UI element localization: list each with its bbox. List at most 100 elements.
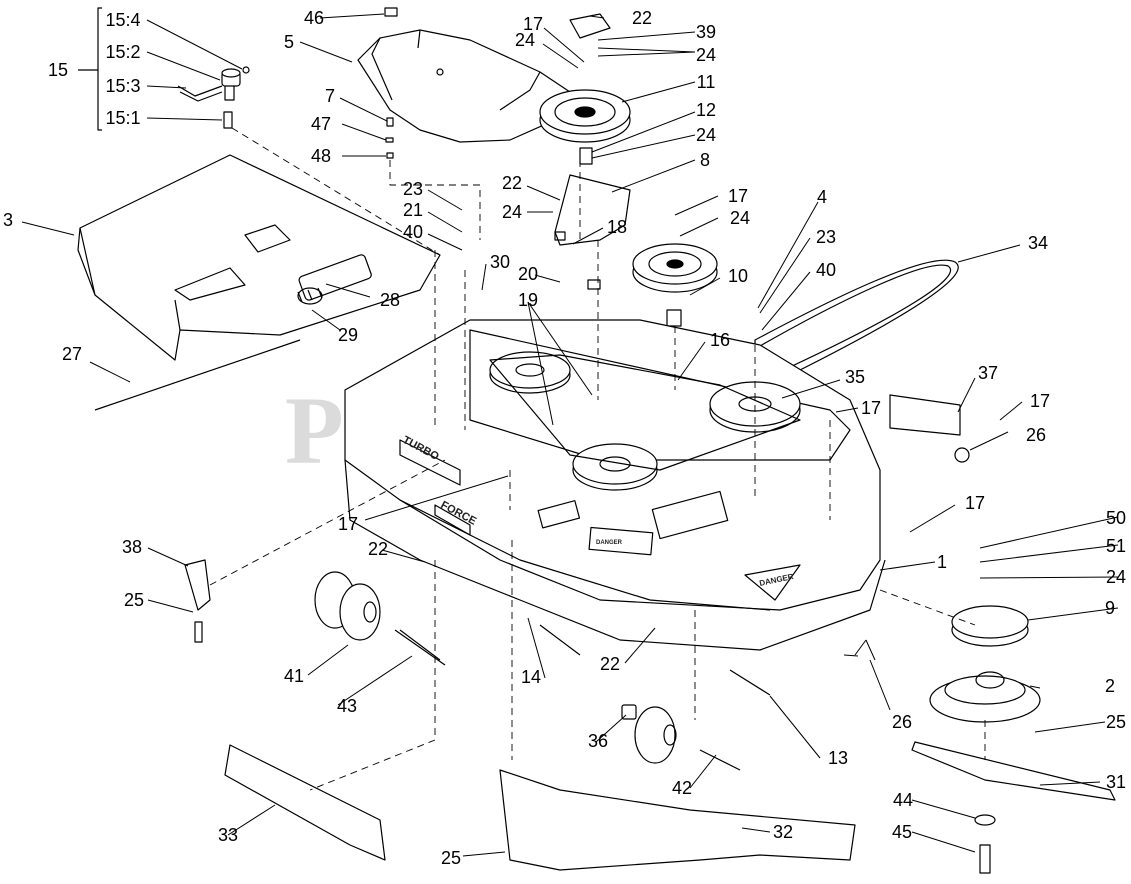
callout-22-d: 22 xyxy=(599,654,621,674)
callout-27: 27 xyxy=(61,344,83,364)
callout-26-b: 26 xyxy=(891,712,913,732)
anti-scalp-wheel-part-41 xyxy=(314,571,441,661)
callout-40-a: 40 xyxy=(402,222,424,242)
callout-23-a: 23 xyxy=(402,179,424,199)
pivot-washers-7-47-48 xyxy=(385,117,394,159)
callout-1: 1 xyxy=(936,552,948,572)
deflector-part-37 xyxy=(889,394,961,436)
callout-42: 42 xyxy=(671,778,693,798)
callout-17-c: 17 xyxy=(860,398,882,418)
callout-17-f: 17 xyxy=(964,493,986,513)
callout-8: 8 xyxy=(699,150,711,170)
group-15-bracket xyxy=(97,7,102,131)
belt-cover-part-5 xyxy=(357,29,571,143)
bushing-part-20a xyxy=(554,231,566,241)
callout-2: 2 xyxy=(1104,676,1116,696)
callout-20: 20 xyxy=(517,264,539,284)
spindle-housing-part-2 xyxy=(929,671,1041,723)
callout-26-a: 26 xyxy=(1025,425,1047,445)
pulley-part-10 xyxy=(632,243,718,327)
callout-45: 45 xyxy=(891,822,913,842)
callout-10: 10 xyxy=(727,266,749,286)
callout-13: 13 xyxy=(827,748,849,768)
height-lever-part-15 xyxy=(177,66,250,129)
callout-33: 33 xyxy=(217,825,239,845)
callout-30: 30 xyxy=(489,252,511,272)
callout-34: 34 xyxy=(1027,233,1049,253)
callout-12: 12 xyxy=(695,100,717,120)
bolt-part-45 xyxy=(979,844,991,874)
callout-46: 46 xyxy=(303,8,325,28)
callout-23-b: 23 xyxy=(815,227,837,247)
callout-24-c: 24 xyxy=(695,125,717,145)
bushing-part-20b xyxy=(587,279,601,290)
callout-15-3: 15:3 xyxy=(105,76,141,96)
idler-pulley-part-11 xyxy=(539,89,631,143)
rod-part-14 xyxy=(539,624,581,656)
callout-15: 15 xyxy=(47,60,69,80)
callout-28: 28 xyxy=(379,290,401,310)
callout-9: 9 xyxy=(1104,598,1116,618)
callout-24-d: 24 xyxy=(501,202,523,222)
callout-24-a: 24 xyxy=(514,30,536,50)
spacer-part-12 xyxy=(579,147,593,165)
callout-43: 43 xyxy=(336,696,358,716)
bolt-part-25 xyxy=(194,621,203,643)
callout-17-e: 17 xyxy=(337,514,359,534)
callout-15-4: 15:4 xyxy=(105,10,141,30)
callout-24-b: 24 xyxy=(695,45,717,65)
callout-15-2: 15:2 xyxy=(105,42,141,62)
callout-5: 5 xyxy=(283,32,295,52)
callout-21: 21 xyxy=(402,200,424,220)
rod-part-43 xyxy=(394,629,446,666)
callout-17-b: 17 xyxy=(727,186,749,206)
mower-deck-part-1 xyxy=(344,319,886,651)
callout-39: 39 xyxy=(695,22,717,42)
callout-35: 35 xyxy=(844,367,866,387)
callout-3: 3 xyxy=(2,210,14,230)
callout-47: 47 xyxy=(310,114,332,134)
callout-50: 50 xyxy=(1105,508,1127,528)
callout-48: 48 xyxy=(310,146,332,166)
callout-22-c: 22 xyxy=(367,539,389,559)
callout-44: 44 xyxy=(892,790,914,810)
callout-25-b: 25 xyxy=(1105,712,1127,732)
callout-4: 4 xyxy=(816,187,828,207)
callout-22-b: 22 xyxy=(501,173,523,193)
discharge-chute-part-3 xyxy=(77,154,441,361)
callout-36: 36 xyxy=(587,731,609,751)
callout-22-a: 22 xyxy=(631,8,653,28)
callout-17-a: 17 xyxy=(522,14,544,34)
front-baffle-part-32 xyxy=(499,769,856,871)
callout-15-1: 15:1 xyxy=(105,108,141,128)
anti-scalp-wheel-part-42 xyxy=(621,704,741,771)
rod-part-13 xyxy=(729,669,771,696)
callout-24-e: 24 xyxy=(729,208,751,228)
callout-38: 38 xyxy=(121,537,143,557)
callout-51: 51 xyxy=(1105,536,1127,556)
washer-part-44 xyxy=(974,814,996,826)
callout-18: 18 xyxy=(606,217,628,237)
callout-40-b: 40 xyxy=(815,260,837,280)
bracket-part-38 xyxy=(184,559,211,611)
callout-29: 29 xyxy=(337,325,359,345)
callout-32: 32 xyxy=(772,822,794,842)
callout-37: 37 xyxy=(977,363,999,383)
callout-31: 31 xyxy=(1105,772,1127,792)
callout-7: 7 xyxy=(324,86,336,106)
callout-25-a: 25 xyxy=(123,590,145,610)
leader-lines xyxy=(21,13,1119,857)
callout-14: 14 xyxy=(520,667,542,687)
baffle-part-33 xyxy=(224,744,386,861)
decal-danger-2: DANGER xyxy=(596,540,623,546)
callout-11: 11 xyxy=(696,72,716,92)
callout-16: 16 xyxy=(709,330,731,350)
spindle-pulley-part-9 xyxy=(951,605,1029,647)
blade-part-31 xyxy=(911,741,1116,801)
callout-41: 41 xyxy=(283,666,305,686)
pin-part-26 xyxy=(954,447,970,463)
part-46-clip xyxy=(384,7,398,17)
callout-25-c: 25 xyxy=(440,848,462,868)
